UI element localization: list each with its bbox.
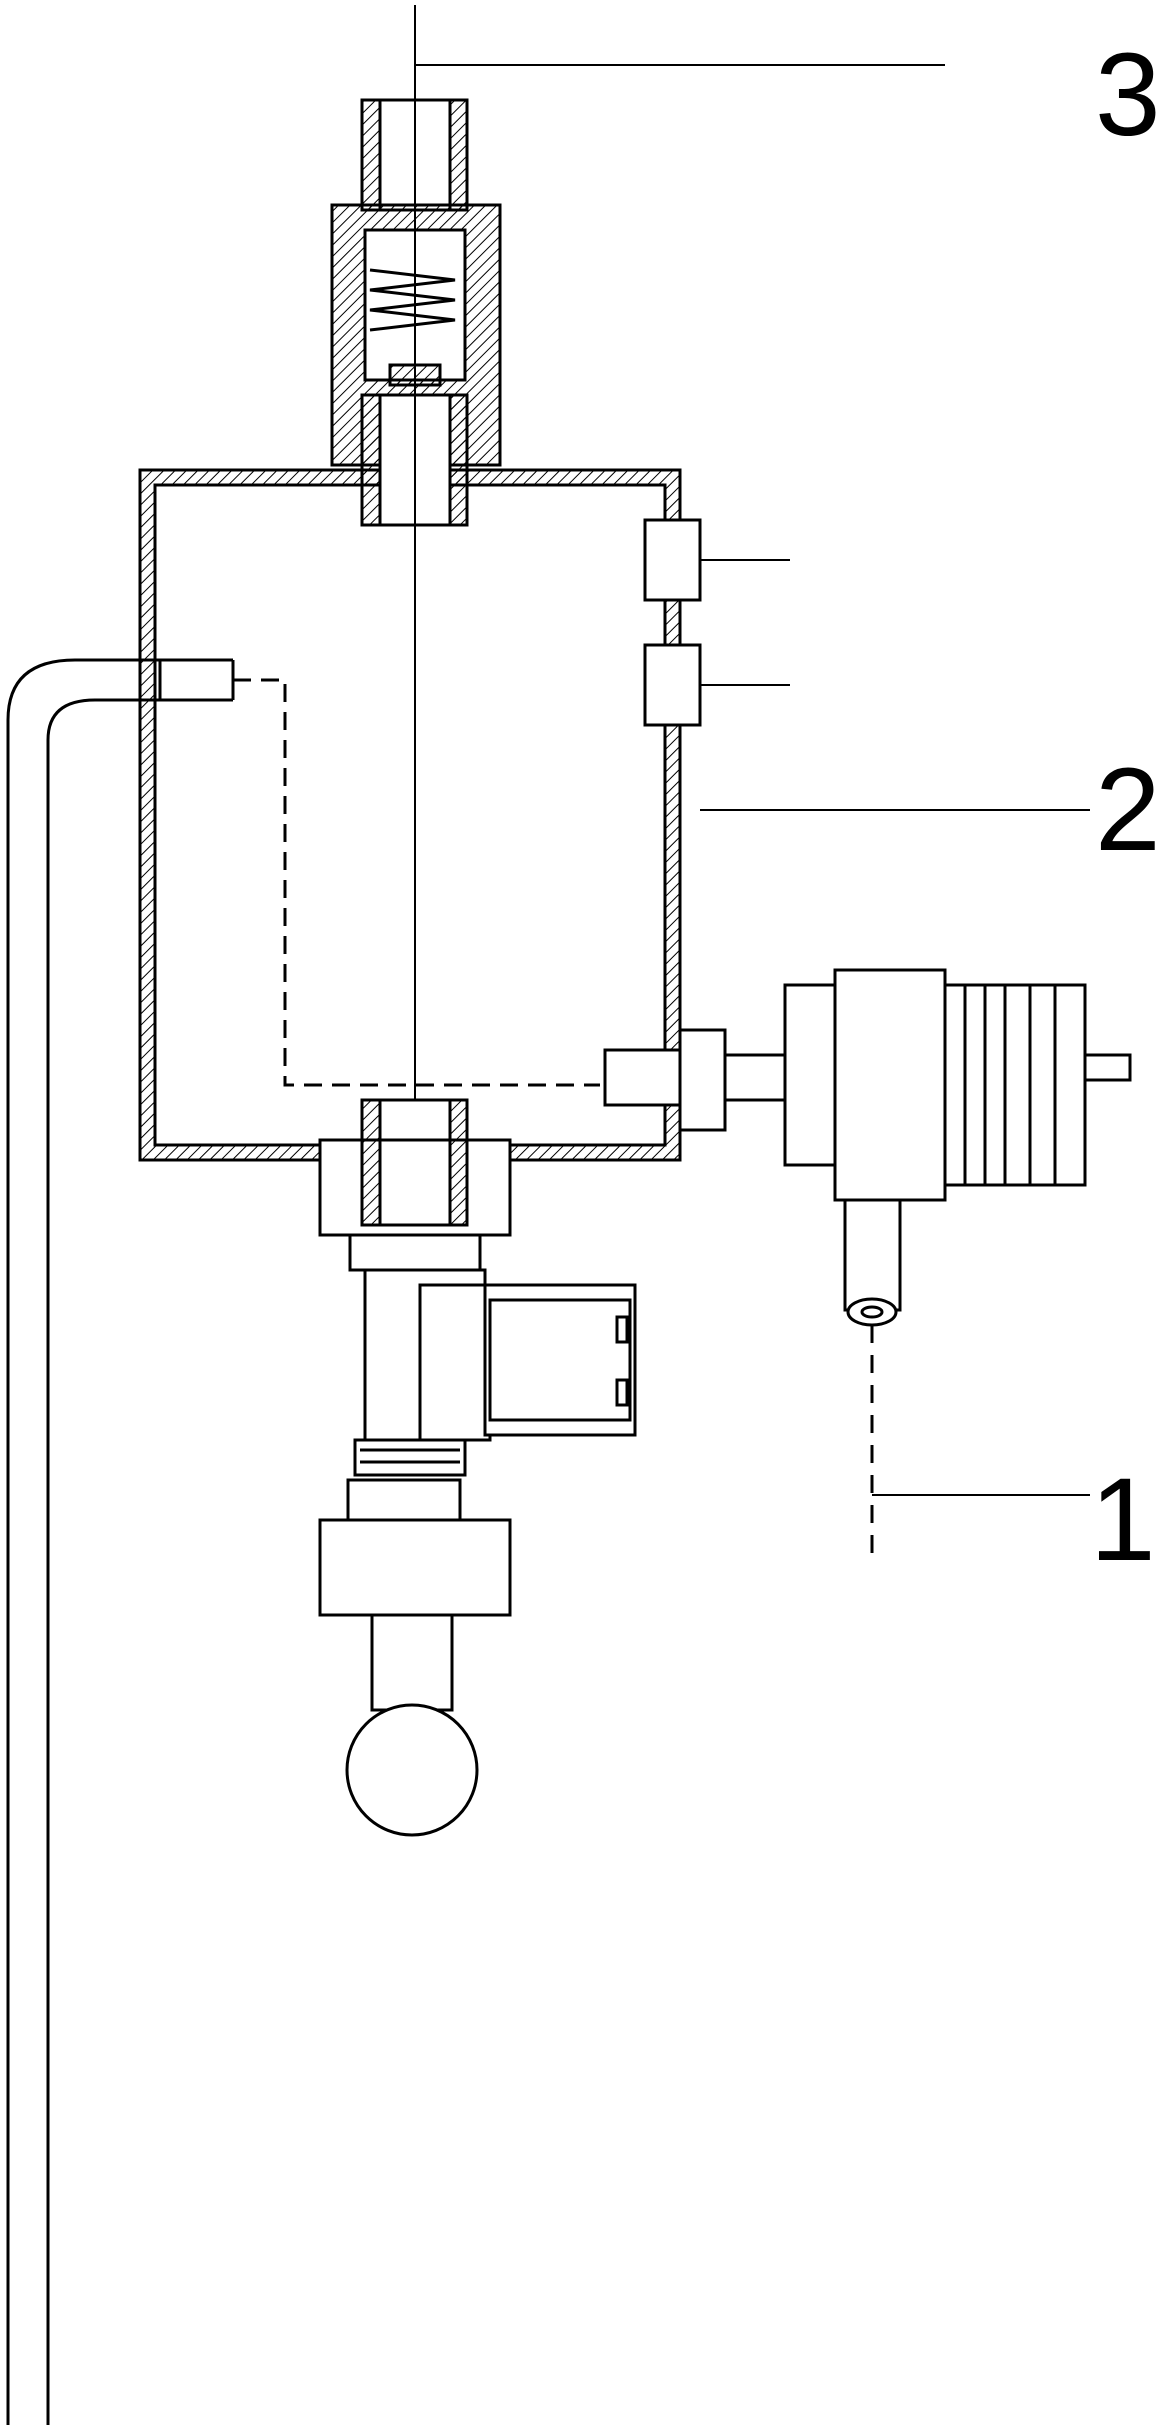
left-outlet-pipe [6,658,235,2425]
part-label-2: 2 [1095,744,1161,876]
pump-motor [603,968,1132,1327]
part-label-1: 1 [1090,1454,1156,1586]
water-tank [138,468,682,1162]
solenoid-valve [348,1233,637,1477]
level-sensors [643,518,790,727]
part-label-3: 3 [1095,29,1161,161]
bottom-fitting [318,1098,512,1237]
drain-nozzle [318,1478,512,1837]
dashed-float-line [233,678,600,1087]
